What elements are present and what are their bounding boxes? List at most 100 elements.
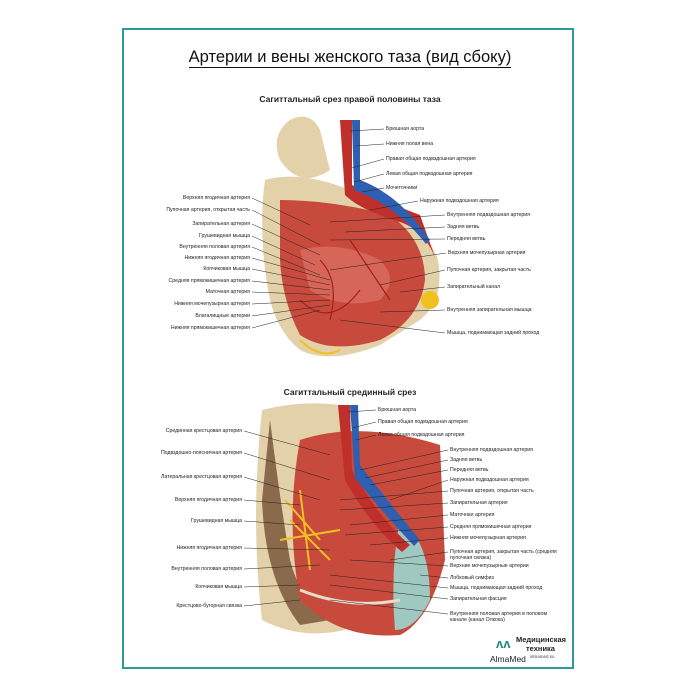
- leader-line: [329, 574, 449, 589]
- anatomy-label: Грушевидная мышца: [199, 233, 250, 239]
- anatomy-label: Мочеточники: [386, 185, 418, 191]
- anatomy-label: Средняя прямокишечная артерия: [450, 524, 532, 530]
- anatomy-label: Маточная артерия: [205, 289, 250, 295]
- logo-name-line2: техника: [526, 644, 555, 653]
- leader-line: [339, 319, 446, 334]
- anatomy-label: Запирательный канал: [447, 284, 501, 290]
- leader-line: [369, 537, 449, 546]
- anatomy-label: Задняя ветвь: [447, 224, 480, 230]
- anatomy-label: Передняя ветвь: [447, 236, 486, 242]
- anatomy-label: Внутренняя подвздошная артерия: [447, 212, 530, 218]
- leader-line: [419, 574, 449, 579]
- anatomy-label: Нижняя ягодичная артерия: [184, 255, 250, 261]
- leader-line: [243, 520, 301, 526]
- anatomy-label: Лобковый симфиз: [450, 575, 494, 581]
- anatomy-label: Внутренняя запирательная мышца: [447, 307, 532, 313]
- leader-line: [349, 128, 385, 132]
- leader-line: [243, 430, 331, 456]
- anatomy-label: Копчиковая мышца: [203, 266, 250, 272]
- anatomy-label: Маточная артерия: [450, 512, 495, 518]
- leader-line: [344, 226, 446, 233]
- poster-title: Артерии и вены женского таза (вид сбоку): [188, 48, 512, 68]
- leader-line: [339, 490, 449, 501]
- leader-line: [355, 434, 377, 441]
- leader-line: [389, 551, 449, 561]
- leader-line: [243, 499, 301, 506]
- anatomy-label: Пупочная артерия, закрытая часть (средня…: [450, 549, 557, 561]
- leader-line: [251, 235, 316, 266]
- leader-line: [353, 173, 385, 183]
- anatomy-label: Мышца, поднимающая задний проход: [450, 585, 543, 591]
- anatomy-label: Подвздошно-поясничная артерия: [160, 450, 242, 456]
- leader-line: [359, 449, 449, 471]
- anatomy-label: Мышца, поднимающая задний проход: [447, 330, 540, 336]
- anatomy-label: Брюшная аорта: [386, 126, 425, 132]
- leader-line: [349, 559, 449, 567]
- leader-line: [329, 584, 449, 600]
- anatomy-label: Левая общая подвздошная артерия: [378, 432, 465, 438]
- leader-line: [251, 268, 331, 286]
- poster-frame: [122, 28, 574, 669]
- anatomy-label: Нижняя мочепузырная артерия: [174, 301, 250, 307]
- anatomy-label: Верхняя мочепузырная артерия: [448, 250, 526, 256]
- anatomy-label: Нижняя мочепузырная артерия: [450, 535, 526, 541]
- leader-line: [379, 269, 446, 286]
- anatomy-label: Задняя ветвь: [450, 457, 483, 463]
- leader-line: [361, 187, 385, 193]
- anatomy-label: Внутренняя подвздошная артерия: [450, 447, 533, 453]
- leader-line: [339, 502, 449, 511]
- section2-heading: Сагиттальный срединный срез: [283, 387, 417, 397]
- anatomy-label: Срединная крестцовая артерия: [165, 428, 242, 434]
- leader-line: [251, 291, 331, 296]
- leader-line: [243, 547, 331, 551]
- logo-mark-icon: ʌʌ: [496, 636, 511, 651]
- anatomy-label: Нижняя прямокишечная артерия: [170, 325, 250, 331]
- leader-line: [369, 469, 449, 486]
- leader-line: [379, 309, 446, 313]
- anatomy-label: Запирательная артерия: [192, 221, 250, 227]
- leader-line: [251, 223, 321, 256]
- anatomy-label: Нижняя ягодичная артерия: [176, 545, 242, 551]
- leader-line: [243, 599, 301, 607]
- leader-line: [351, 158, 385, 169]
- anatomy-label: Пупочная артерия, открытая часть: [450, 488, 534, 494]
- leader-line: [364, 459, 449, 479]
- leader-line: [369, 200, 419, 211]
- leader-line: [344, 526, 449, 536]
- leader-line: [399, 286, 446, 293]
- anatomy-label: Правая общая подвздошная артерия: [386, 156, 476, 162]
- anatomy-label: Запирательная артерия: [450, 500, 508, 506]
- leader-line: [351, 421, 377, 429]
- anatomy-label: Крестцово-бугорная связка: [176, 603, 242, 609]
- leader-line: [251, 257, 331, 281]
- leader-line: [251, 304, 331, 317]
- anatomy-label: Пупочная артерия, закрытая часть: [447, 267, 531, 273]
- anatomy-label: Левая общая подвздошная артерия: [386, 171, 473, 177]
- logo-brand: AlmaMed: [490, 654, 526, 664]
- anatomy-label: Внутренняя половая артерия: [179, 244, 250, 250]
- anatomy-label: Передняя ветвь: [450, 467, 489, 473]
- anatomy-label: Запирательная фасция: [450, 596, 507, 602]
- anatomy-label: Грушевидная мышца: [191, 518, 242, 524]
- anatomy-label: Брюшная аорта: [378, 407, 417, 413]
- leader-line: [243, 476, 321, 501]
- leader-line: [349, 514, 449, 526]
- leader-line: [329, 599, 449, 615]
- anatomy-label: Влагалищные артерии: [195, 313, 250, 319]
- leader-line: [329, 238, 446, 241]
- anatomy-label: Наружная подвздошная артерия: [420, 198, 499, 204]
- leader-line: [251, 197, 311, 226]
- logo-url: almamed.su: [530, 654, 555, 659]
- leader-line: [389, 479, 449, 501]
- section1-heading: Сагиттальный срез правой половины таза: [259, 94, 441, 104]
- anatomy-label: Наружная подвздошная артерия: [450, 477, 529, 483]
- anatomy-label: Средняя прямокишечная артерия: [168, 278, 250, 284]
- anatomy-label: Верхние мочепузырные артерии: [450, 563, 529, 569]
- leader-line: [251, 280, 331, 291]
- illustration-right-half-pelvis: [262, 116, 440, 357]
- leader-line: [243, 564, 321, 570]
- anatomy-label: Внутренняя половая артерия: [171, 566, 242, 572]
- anatomy-label: Пупочная артерия, открытая часть: [166, 207, 250, 213]
- anatomy-label: Верхняя ягодичная артерия: [182, 195, 250, 201]
